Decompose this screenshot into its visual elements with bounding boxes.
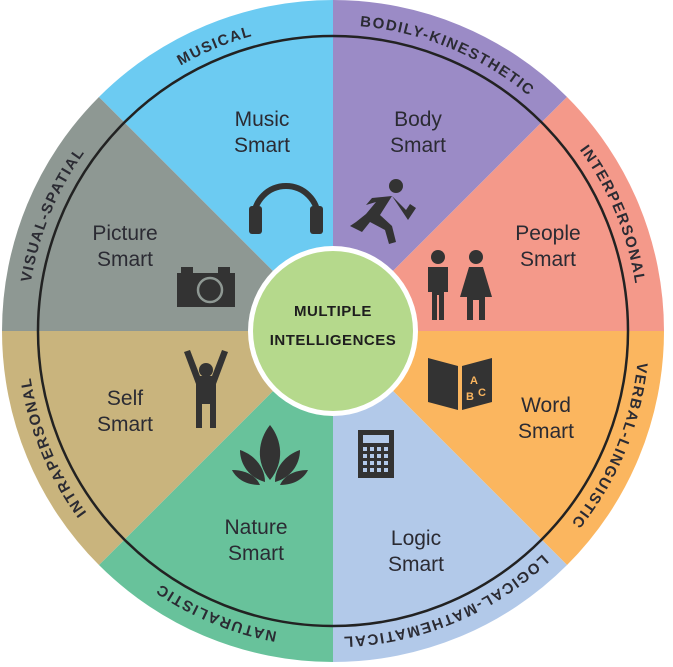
sector-body <box>333 0 568 331</box>
svg-text:People: People <box>515 222 580 245</box>
svg-text:Smart: Smart <box>234 134 290 157</box>
calculator-key <box>370 461 374 465</box>
sector-picture <box>2 96 333 331</box>
inner-ring-line <box>36 34 630 628</box>
calculator-key <box>384 461 388 465</box>
svg-text:Smart: Smart <box>388 553 444 576</box>
svg-text:Picture: Picture <box>92 222 157 245</box>
calculator-key <box>377 447 381 451</box>
man-woman-icon <box>428 250 492 320</box>
calculator-key <box>384 447 388 451</box>
sector-wedges <box>2 0 664 662</box>
calculator-key <box>384 468 388 472</box>
book-icon: A B C <box>428 358 492 410</box>
svg-text:Smart: Smart <box>97 413 153 436</box>
calculator-key <box>363 468 367 472</box>
sector-word <box>333 331 664 566</box>
calculator-key <box>370 468 374 472</box>
center-title-line1: MULTIPLE <box>294 303 372 320</box>
sector-people <box>333 96 664 331</box>
runner-icon <box>350 179 416 244</box>
svg-text:Music: Music <box>235 108 290 131</box>
calculator-key <box>370 454 374 458</box>
sector-nature <box>98 331 333 662</box>
center-circle <box>253 251 413 411</box>
calculator-key <box>363 454 367 458</box>
book-letter-c: C <box>478 387 486 399</box>
calculator-key <box>384 454 388 458</box>
calculator-key <box>377 454 381 458</box>
calculator-key <box>363 447 367 451</box>
svg-text:Body: Body <box>394 108 442 131</box>
svg-text:Logic: Logic <box>391 527 441 550</box>
calculator-key <box>370 447 374 451</box>
svg-text:Smart: Smart <box>97 248 153 271</box>
sector-logic <box>333 331 568 662</box>
calculator-key <box>363 461 367 465</box>
sector-music <box>98 0 333 331</box>
svg-text:Self: Self <box>107 387 143 410</box>
leaves-icon <box>232 425 308 485</box>
sector-self <box>2 331 333 566</box>
calculator-key <box>377 468 381 472</box>
svg-text:Smart: Smart <box>228 542 284 565</box>
center-title-line2: INTELLIGENCES <box>270 332 397 349</box>
book-letter-b: B <box>466 391 474 403</box>
svg-text:Smart: Smart <box>518 420 574 443</box>
svg-text:Word: Word <box>521 394 571 417</box>
svg-text:Smart: Smart <box>390 134 446 157</box>
camera-icon <box>177 267 235 307</box>
svg-text:Smart: Smart <box>520 248 576 271</box>
headphones-icon <box>249 183 323 234</box>
calculator-key <box>377 461 381 465</box>
person-arms-up-icon <box>184 350 228 428</box>
svg-text:Nature: Nature <box>224 516 287 539</box>
book-letter-a: A <box>470 375 478 387</box>
calculator-icon <box>358 430 394 478</box>
